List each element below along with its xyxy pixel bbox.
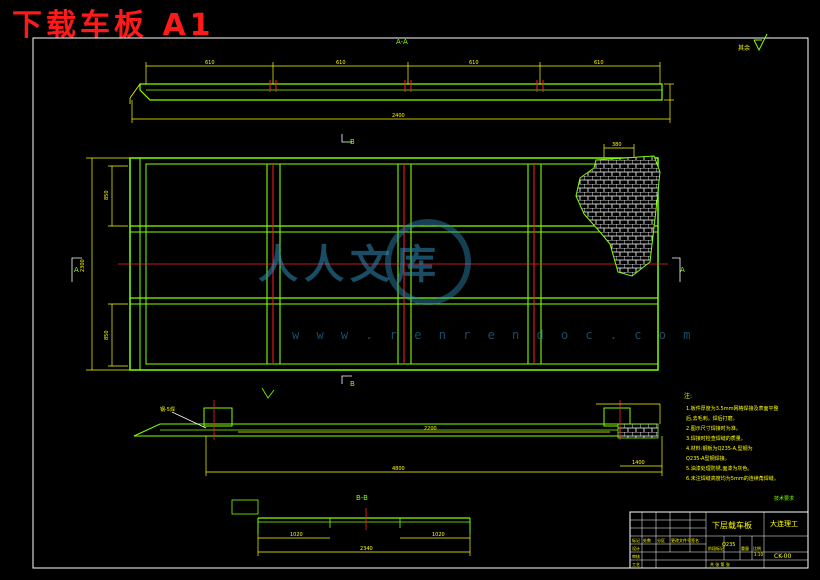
tb-stage-3: 比例 (753, 545, 761, 551)
plan-dim-upper: 850 (104, 190, 110, 200)
aa-dim-total: 2400 (392, 113, 405, 119)
watermark-url: w w w . r e n r e n d o c . c o m (292, 328, 696, 342)
bb-dim-total: 2340 (360, 546, 373, 552)
drawing-title: 下载车板 A1 (12, 8, 215, 43)
tech-line-1: 1.板件厚度为3.5mm网格焊接及表面平整 (686, 405, 778, 412)
tb-role-2: 审核 (632, 553, 640, 559)
tb-row-label-5: 签名 (691, 537, 699, 543)
tech-line-7: 5.油漆处理防锈,面漆为灰色。 (686, 465, 752, 472)
bb-dim-right: 1020 (432, 532, 445, 538)
tech-tag: 技术要求 (774, 495, 794, 502)
bb-section-view: 1020 1020 2340 (231, 499, 471, 556)
aa-dim-3: 610 (469, 60, 479, 66)
plan-dim-height: 2300 (80, 259, 86, 272)
tb-row-label-1: 标记 (632, 537, 640, 543)
tech-requirements: 注: 1.板件厚度为3.5mm网格焊接及表面平整 后,去毛刺。焊后打磨。 2.图… (684, 392, 794, 502)
aa-dim-2: 610 (336, 60, 346, 66)
title-block: 下层载车板 大连理工 CK-00 Q235 1:10 标记 处数 分区 更改文件… (629, 511, 809, 569)
tb-sheet: 共 张 第 张 (710, 561, 730, 567)
tech-line-4: 3.焊接时检查焊缝的质量。 (686, 435, 746, 442)
tb-part-name: 下层载车板 (712, 520, 752, 530)
section-label-b-top: B (350, 138, 355, 146)
bb-dim-left: 1020 (290, 532, 303, 538)
side-dim-total: 4800 (392, 466, 405, 472)
section-label-a-left: A (74, 266, 79, 274)
weld-callout: 钢-5焊 (160, 406, 175, 413)
tb-role-3: 工艺 (632, 562, 640, 567)
tech-heading: 注: (684, 392, 692, 400)
tech-line-3: 2.图示尺寸焊接时为准。 (686, 425, 741, 432)
watermark-text: 人人文库 (258, 241, 442, 288)
roughness-note: 其余 (738, 44, 750, 52)
plan-view: 2300 850 850 380 (71, 134, 681, 384)
sheet-border (32, 37, 809, 569)
tb-stage-2: 重量 (741, 545, 749, 551)
tb-company: 大连理工 (770, 519, 798, 528)
aa-dim-1: 610 (205, 60, 215, 66)
tb-row-label-3: 分区 (657, 537, 665, 543)
section-label-bb: B-B (356, 494, 368, 502)
section-label-b-bottom: B (350, 380, 355, 388)
tb-stage-1: 阶段标记 (708, 545, 724, 551)
tech-line-2: 后,去毛刺。焊后打磨。 (686, 415, 738, 422)
side-dim-seg: 2200 (424, 426, 437, 432)
plan-dim-inset: 380 (612, 142, 622, 148)
side-dim-right: 1400 (632, 460, 645, 466)
aa-dim-4: 610 (594, 60, 604, 66)
roughness-symbol (753, 33, 768, 52)
section-label-a-right: A (680, 266, 685, 274)
section-label-aa: A-A (396, 38, 408, 46)
tb-material: Q235 (722, 542, 735, 548)
tech-line-8: 6.未注焊缝高度均为5mm的连续角焊缝。 (686, 475, 779, 482)
plan-dim-lower: 850 (104, 330, 110, 340)
tech-line-5: 4.材料:钢板为Q235-A,型钢为 (686, 445, 753, 452)
tb-row-label-2: 处数 (643, 537, 651, 543)
tb-role-1: 设计 (632, 545, 640, 551)
tb-scale: 1:10 (754, 552, 763, 557)
side-view: 4800 2200 1400 (133, 387, 663, 476)
aa-section-view: 610 610 610 610 2400 (129, 60, 674, 123)
tb-drawing-no: CK-00 (774, 553, 791, 560)
tech-line-6: Q235-A型钢焊接。 (686, 455, 730, 462)
watermark-circle (385, 219, 471, 305)
tb-row-label-4: 更改文件号 (671, 537, 691, 543)
